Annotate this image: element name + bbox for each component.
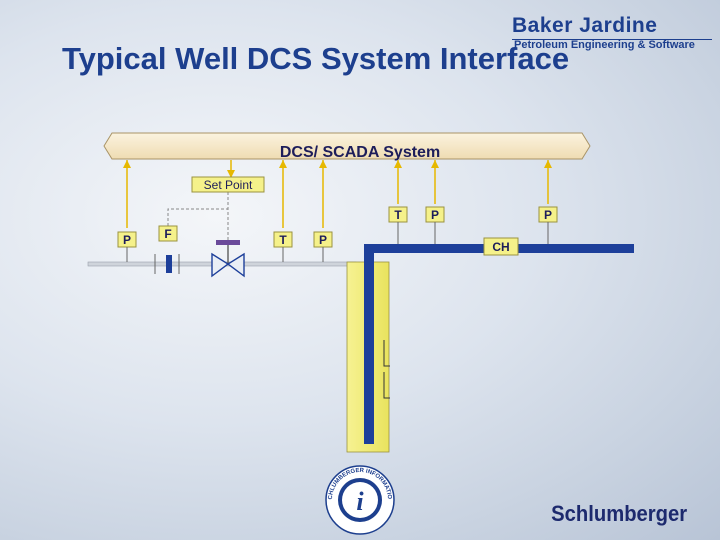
brand-tagline: Petroleum Engineering & Software bbox=[514, 39, 695, 51]
instrument-f: F bbox=[158, 225, 178, 242]
dcs-bar-label: DCS/ SCADA System bbox=[280, 144, 440, 161]
instrument-p-high: P bbox=[425, 206, 445, 244]
setpoint-tag: Set Point bbox=[191, 176, 265, 193]
dcs-scada-bar: DCS/ SCADA System bbox=[103, 132, 591, 161]
brand-underline bbox=[512, 39, 712, 40]
instrument-p-left: P bbox=[117, 231, 137, 262]
arrowhead-up bbox=[319, 160, 327, 168]
control-loop bbox=[167, 192, 229, 240]
svg-text:T: T bbox=[279, 233, 287, 247]
choke-label: CH bbox=[492, 240, 509, 254]
svg-text:T: T bbox=[394, 208, 402, 222]
svg-text:F: F bbox=[164, 227, 171, 241]
tubing bbox=[364, 244, 374, 444]
instrument-p-right: P bbox=[538, 206, 558, 244]
svg-text:P: P bbox=[123, 233, 131, 247]
arrowhead-up bbox=[544, 160, 552, 168]
signal-lines bbox=[123, 160, 552, 228]
arrowhead-up bbox=[431, 160, 439, 168]
control-valve-icon bbox=[211, 240, 245, 278]
brand-name: Baker Jardine bbox=[512, 14, 658, 37]
svg-text:P: P bbox=[431, 208, 439, 222]
information-seal-logo: i SCHLUMBERGER INFORMATION bbox=[0, 0, 395, 535]
svg-text:P: P bbox=[319, 233, 327, 247]
packer-mark bbox=[383, 340, 390, 367]
instrument-tags: P F T P T bbox=[117, 206, 558, 262]
instrument-t-high: T bbox=[388, 206, 408, 244]
instrument-t-low: T bbox=[273, 231, 293, 262]
schlumberger-logo: Schlumberger bbox=[551, 502, 687, 526]
svg-text:Schlumberger: Schlumberger bbox=[551, 502, 687, 526]
info-i-icon: i bbox=[356, 487, 364, 516]
svg-text:P: P bbox=[544, 208, 552, 222]
packer-mark bbox=[383, 372, 390, 399]
setpoint-label: Set Point bbox=[204, 178, 253, 192]
arrowhead-down bbox=[227, 170, 235, 178]
page-title: Typical Well DCS System Interface bbox=[62, 41, 570, 76]
arrowhead-up bbox=[394, 160, 402, 168]
flow-meter bbox=[154, 254, 180, 274]
instrument-p-low: P bbox=[313, 231, 333, 262]
arrowhead-up bbox=[279, 160, 287, 168]
choke-tag: CH bbox=[483, 237, 519, 256]
wellbore bbox=[346, 244, 390, 453]
svg-text:SCHLUMBERGER INFORMATION: SCHLUMBERGER INFORMATION bbox=[0, 0, 392, 500]
arrowhead-up bbox=[123, 160, 131, 168]
